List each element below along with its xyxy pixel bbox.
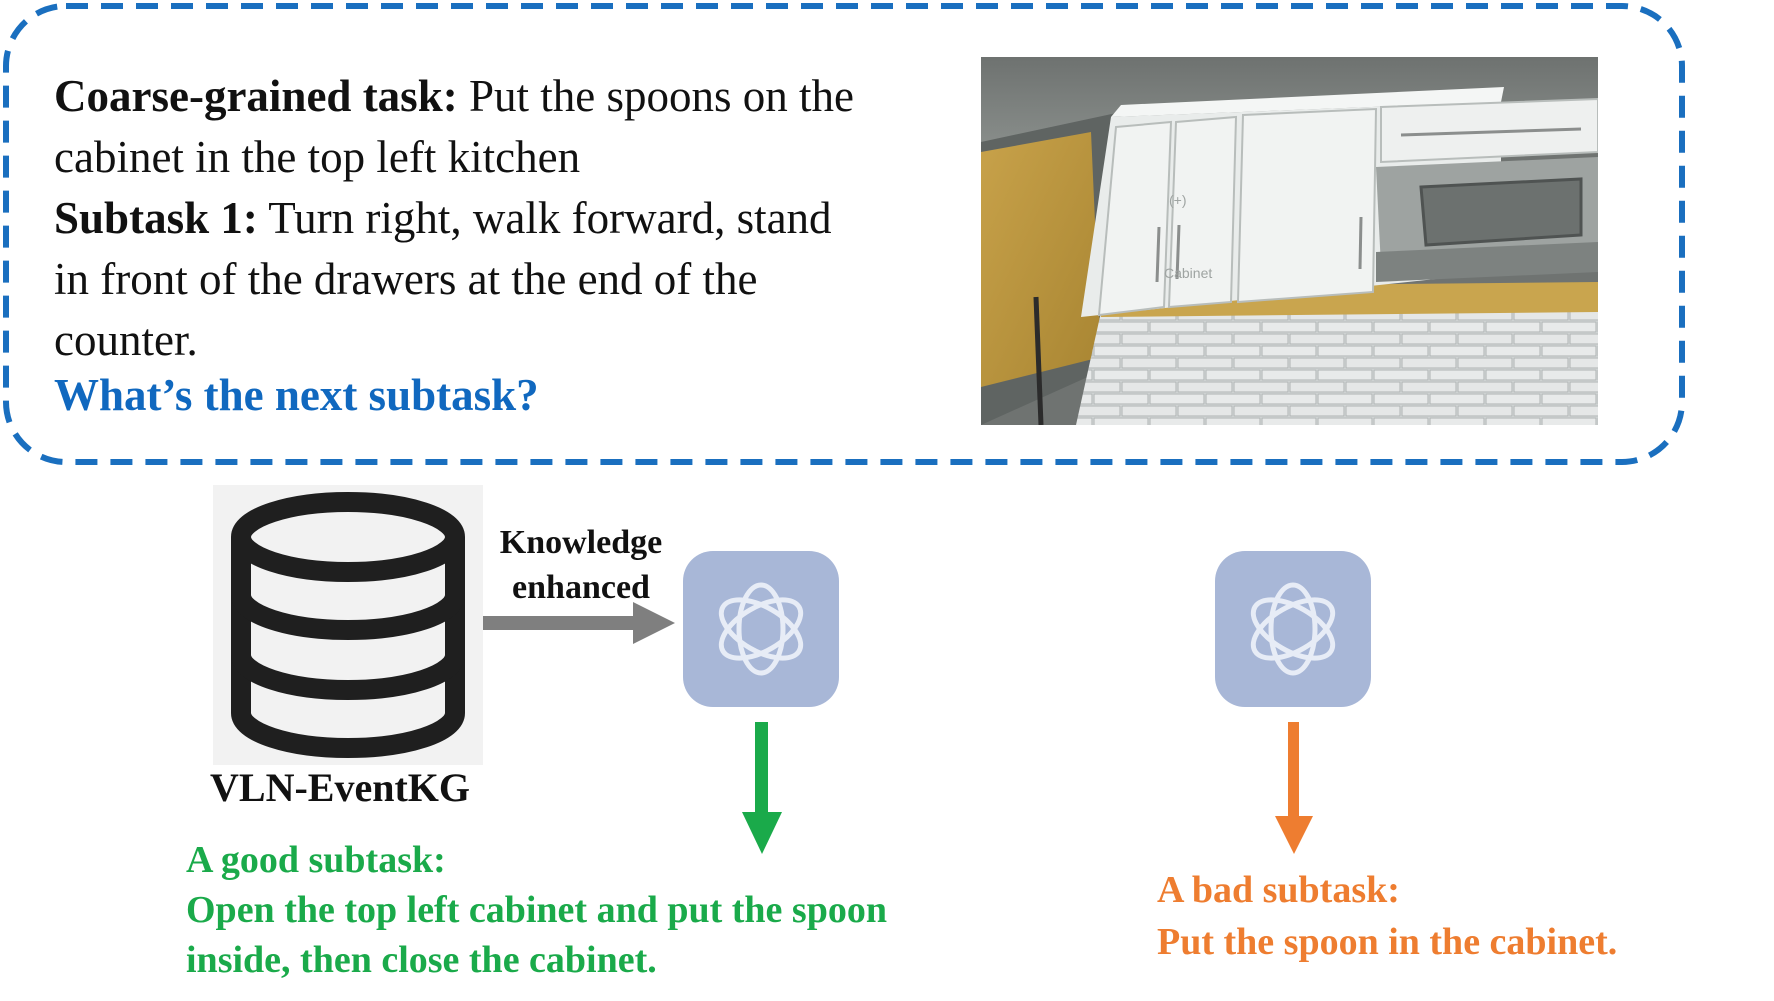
subtask-text: Turn right, walk forward, stand <box>268 193 832 243</box>
scene-object-marker: (+) <box>1169 192 1187 208</box>
knowledge-graph-label: VLN-EventKG <box>210 765 470 810</box>
knowledge-enhanced-label: Knowledge enhanced <box>486 520 676 610</box>
bad-subtask: A bad subtask: Put the spoon in the cabi… <box>1157 864 1617 968</box>
scene-object-label: Cabinet <box>1164 265 1212 281</box>
kitchen-scene-image: (+) Cabinet <box>981 57 1598 425</box>
next-subtask-question: What’s the next subtask? <box>54 370 539 420</box>
good-subtask-title: A good subtask: <box>186 839 446 881</box>
knowledge-arrow <box>483 602 675 644</box>
good-output-arrow <box>742 722 782 854</box>
bad-subtask-title: A bad subtask: <box>1157 869 1400 911</box>
task-description: Coarse-grained task: Put the spoons on t… <box>54 66 984 371</box>
database-icon <box>213 485 483 765</box>
bad-subtask-text: Put the spoon in the cabinet. <box>1157 921 1618 963</box>
edge-label-line1: Knowledge <box>499 524 663 561</box>
task-text-cont: cabinet in the top left kitchen <box>54 132 581 182</box>
llm-icon-baseline <box>1215 551 1371 707</box>
task-label: Coarse-grained task: <box>54 71 458 121</box>
prompt-box-border <box>3 3 1685 465</box>
good-subtask-text: Open the top left cabinet and put the sp… <box>186 889 887 931</box>
bad-output-arrow <box>1275 722 1313 854</box>
llm-icon-enhanced <box>683 551 839 707</box>
subtask-text-end: counter. <box>54 315 198 365</box>
task-text: Put the spoons on the <box>468 71 854 121</box>
edge-label-line2: enhanced <box>512 569 650 606</box>
good-subtask-text-cont: inside, then close the cabinet. <box>186 939 657 981</box>
subtask-text-cont: in front of the drawers at the end of th… <box>54 254 758 304</box>
good-subtask: A good subtask: Open the top left cabine… <box>186 835 887 985</box>
subtask-label: Subtask 1: <box>54 193 258 243</box>
